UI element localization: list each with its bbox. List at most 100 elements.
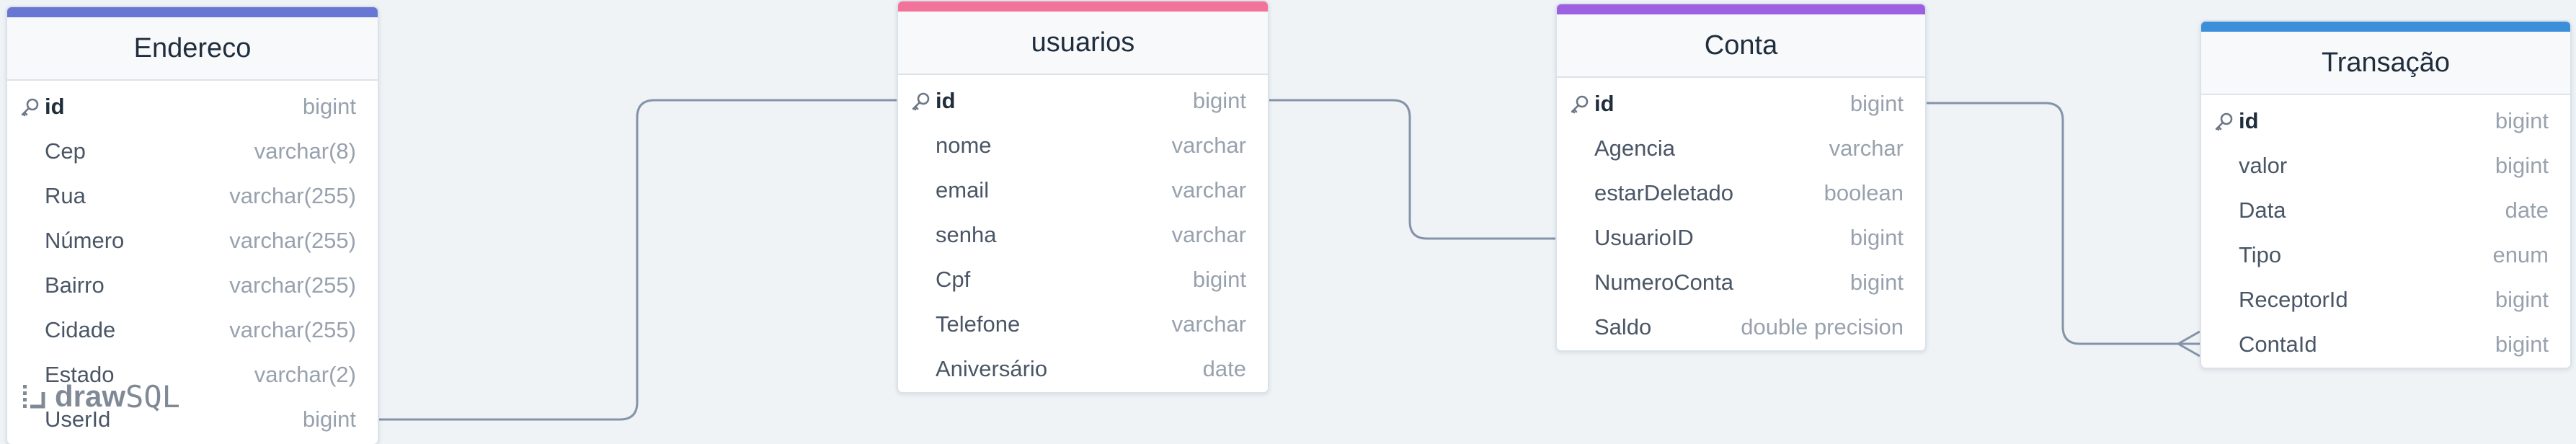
column-row[interactable]: id bigint bbox=[7, 85, 378, 130]
column-name: id bbox=[1594, 91, 1615, 116]
table-title[interactable]: Transação bbox=[2201, 32, 2570, 95]
column-name: Estado bbox=[45, 362, 115, 387]
column-row[interactable]: Data date bbox=[2201, 189, 2570, 234]
column-row[interactable]: nome varchar bbox=[898, 124, 1268, 169]
key-icon bbox=[2213, 111, 2234, 133]
column-name: id bbox=[45, 94, 65, 119]
table-title[interactable]: Conta bbox=[1557, 14, 1925, 78]
column-name: Tipo bbox=[2239, 242, 2282, 267]
column-row[interactable]: Número varchar(255) bbox=[7, 219, 378, 264]
table-accent-bar bbox=[2201, 22, 2570, 32]
column-type: bigint bbox=[302, 94, 356, 119]
column-type: varchar bbox=[1171, 222, 1246, 247]
table-accent-bar bbox=[898, 1, 1268, 12]
column-row[interactable]: Telefone varchar bbox=[898, 303, 1268, 347]
table-title[interactable]: usuarios bbox=[898, 12, 1268, 75]
column-row[interactable]: Agencia varchar bbox=[1557, 127, 1925, 172]
column-name: Saldo bbox=[1594, 314, 1652, 339]
column-type: bigint bbox=[2495, 332, 2549, 357]
column-row[interactable]: id bigint bbox=[898, 79, 1268, 124]
column-type: bigint bbox=[1849, 225, 1904, 250]
column-row[interactable]: Cep varchar(8) bbox=[7, 130, 378, 174]
relation-conta-transacao[interactable] bbox=[1924, 102, 2200, 345]
column-row[interactable]: estarDeletado boolean bbox=[1557, 172, 1925, 216]
column-name: Número bbox=[45, 228, 125, 253]
column-type: varchar(255) bbox=[229, 228, 356, 253]
column-name: Rua bbox=[45, 183, 86, 208]
column-type: varchar(255) bbox=[229, 272, 356, 298]
key-icon bbox=[910, 91, 931, 112]
column-name: Agencia bbox=[1594, 136, 1676, 161]
column-name: valor bbox=[2239, 153, 2288, 178]
column-row[interactable]: Bairro varchar(255) bbox=[7, 264, 378, 308]
column-type: varchar bbox=[1829, 136, 1904, 161]
column-name: Aniversário bbox=[936, 356, 1048, 381]
column-type: date bbox=[2505, 197, 2549, 223]
column-row[interactable]: Cpf bigint bbox=[898, 258, 1268, 303]
column-name: UserId bbox=[45, 407, 111, 432]
column-type: boolean bbox=[1824, 180, 1904, 205]
column-name: id bbox=[2239, 108, 2259, 133]
column-name: Data bbox=[2239, 197, 2286, 223]
column-type: varchar bbox=[1171, 311, 1246, 337]
column-type: bigint bbox=[1192, 267, 1246, 292]
key-icon bbox=[19, 97, 40, 118]
column-name: UsuarioID bbox=[1594, 225, 1694, 250]
column-row[interactable]: senha varchar bbox=[898, 213, 1268, 258]
column-row[interactable]: Tipo enum bbox=[2201, 234, 2570, 278]
watermark-draw-text: draw bbox=[55, 379, 126, 413]
relation-endereco-usuarios[interactable] bbox=[378, 99, 897, 421]
column-name: estarDeletado bbox=[1594, 180, 1734, 205]
column-row[interactable]: id bigint bbox=[1557, 82, 1925, 127]
column-name: Telefone bbox=[936, 311, 1021, 337]
column-name: senha bbox=[936, 222, 997, 247]
column-name: Cidade bbox=[45, 317, 116, 342]
column-type: bigint bbox=[1192, 88, 1246, 113]
column-name: Bairro bbox=[45, 272, 105, 298]
column-type: bigint bbox=[2495, 287, 2549, 312]
column-name: email bbox=[936, 177, 990, 203]
column-type: bigint bbox=[2495, 108, 2549, 133]
table-accent-bar bbox=[1557, 4, 1925, 14]
column-type: varchar(2) bbox=[254, 362, 356, 387]
column-row[interactable]: id bigint bbox=[2201, 99, 2570, 144]
column-row[interactable]: ReceptorId bigint bbox=[2201, 278, 2570, 323]
drawsql-logo-icon bbox=[23, 385, 45, 409]
drawsql-watermark: draw SQL bbox=[22, 378, 180, 414]
column-type: varchar bbox=[1171, 133, 1246, 158]
column-type: varchar(255) bbox=[229, 317, 356, 342]
column-name: Cpf bbox=[936, 267, 971, 292]
column-name: ContaId bbox=[2239, 332, 2317, 357]
column-type: bigint bbox=[1849, 91, 1904, 116]
column-row[interactable]: UsuarioID bigint bbox=[1557, 216, 1925, 261]
column-type: varchar(8) bbox=[254, 138, 356, 164]
table-title[interactable]: Endereco bbox=[7, 17, 378, 81]
relation-usuarios-conta[interactable] bbox=[1266, 99, 1555, 240]
column-name: ReceptorId bbox=[2239, 287, 2348, 312]
column-name: nome bbox=[936, 133, 992, 158]
column-name: Cep bbox=[45, 138, 86, 164]
column-name: NumeroConta bbox=[1594, 270, 1733, 295]
column-row[interactable]: Cidade varchar(255) bbox=[7, 308, 378, 353]
column-row[interactable]: ContaId bigint bbox=[2201, 323, 2570, 368]
watermark-sql-text: SQL bbox=[125, 378, 180, 414]
column-name: id bbox=[936, 88, 956, 113]
column-row[interactable]: Estado varchar(2) bbox=[7, 353, 378, 398]
column-type: enum bbox=[2492, 242, 2549, 267]
key-icon bbox=[1568, 94, 1590, 115]
